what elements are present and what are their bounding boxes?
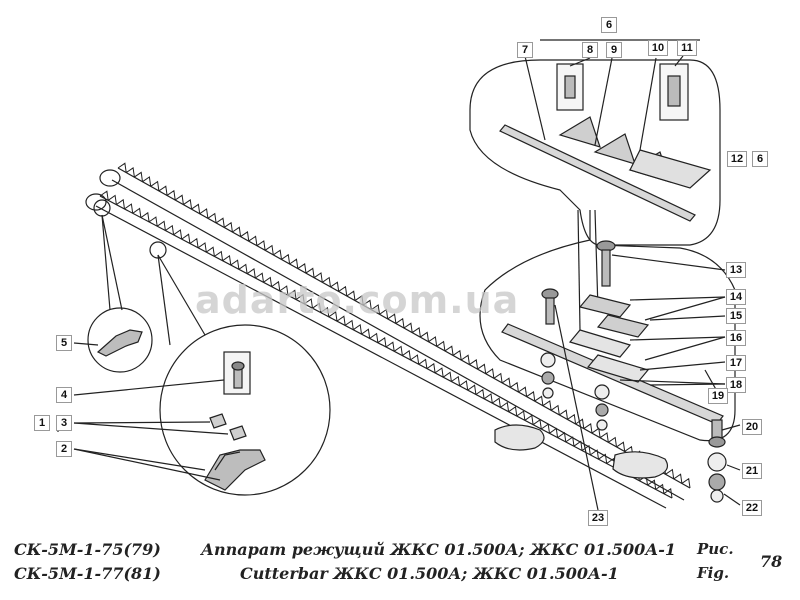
callout-2: 2	[56, 441, 72, 457]
figure-number: 78	[760, 552, 783, 571]
callout-7: 7	[517, 42, 533, 58]
callout-15: 15	[726, 308, 746, 324]
callout-13: 13	[726, 262, 746, 278]
callout-6: 6	[601, 17, 617, 33]
knife-head-detail	[479, 209, 741, 511]
callout-6b: 6	[752, 151, 768, 167]
callout-22: 22	[742, 500, 762, 516]
callout-3: 3	[56, 415, 72, 431]
callout-8: 8	[582, 42, 598, 58]
callout-17: 17	[726, 355, 746, 371]
callout-16: 16	[726, 330, 746, 346]
watermark: adarto.com.ua	[195, 278, 520, 322]
callout-9: 9	[606, 42, 622, 58]
callout-21: 21	[742, 463, 762, 479]
fig-label-ru: Рис.	[697, 540, 734, 558]
callout-20: 20	[742, 419, 762, 435]
upper-cutterbar	[99, 162, 691, 501]
callout-23: 23	[588, 510, 608, 526]
fig-label-en: Fig.	[697, 564, 730, 582]
model-line-2: СК-5М-1-77(81)	[14, 564, 161, 583]
callout-11: 11	[677, 40, 697, 56]
model-line-1: СК-5М-1-75(79)	[14, 540, 161, 559]
callout-4: 4	[56, 387, 72, 403]
title-english: Cutterbar ЖКС 01.500А; ЖКС 01.500А-1	[240, 564, 619, 583]
callout-14: 14	[726, 289, 746, 305]
knife-section-detail	[469, 39, 721, 246]
callout-5: 5	[56, 335, 72, 351]
callout-19: 19	[708, 388, 728, 404]
callout-1: 1	[34, 415, 50, 431]
finger-small-detail	[87, 199, 153, 373]
callout-10: 10	[648, 40, 668, 56]
lower-cutterbar	[85, 190, 673, 509]
callout-12: 12	[727, 151, 747, 167]
title-russian: Аппарат режущий ЖКС 01.500А; ЖКС 01.500А…	[201, 540, 677, 559]
callout-18: 18	[726, 377, 746, 393]
